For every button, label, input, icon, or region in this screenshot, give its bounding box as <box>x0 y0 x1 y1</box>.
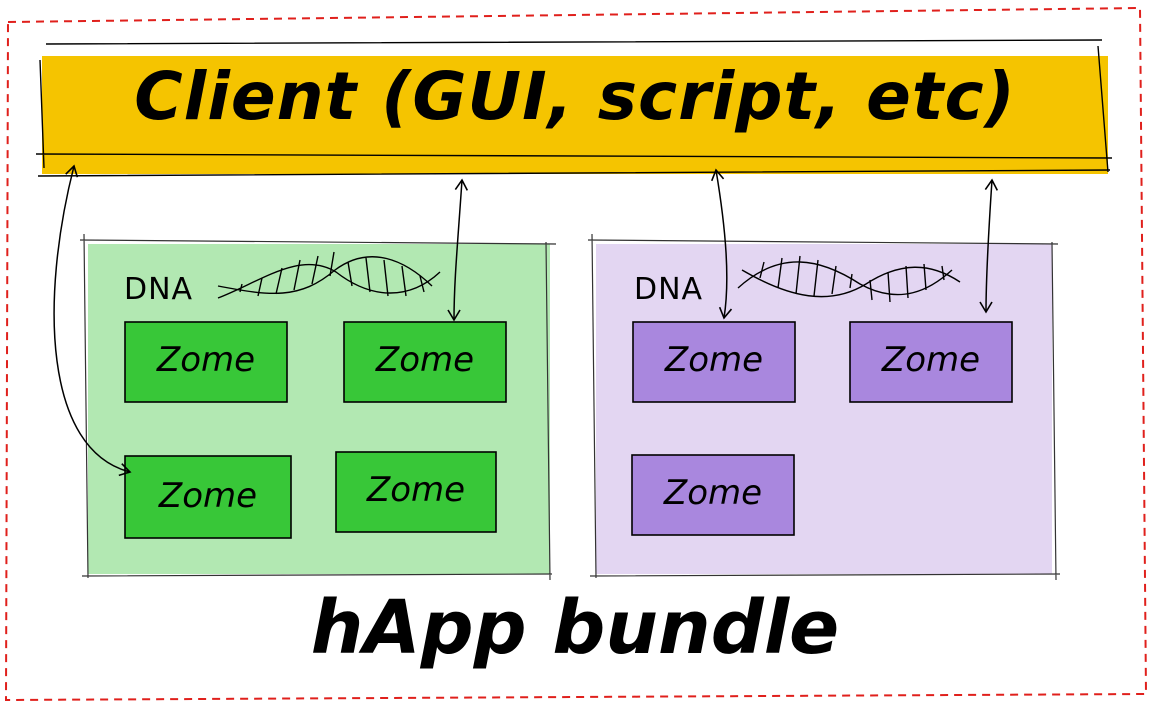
zome-label-1-4: Zome <box>366 470 466 510</box>
bundle-label: hApp bundle <box>310 585 840 671</box>
zome-label-1-2: Zome <box>375 340 475 380</box>
arrow-client-to-zome-1-2 <box>447 178 469 322</box>
zome-label-1-3: Zome <box>158 476 258 516</box>
zome-label-2-3: Zome <box>663 473 763 513</box>
zome-box-2-2 <box>849 321 1013 403</box>
zome-label-1-1: Zome <box>156 340 256 380</box>
zome-box-1-4 <box>335 451 497 533</box>
connection-arrows <box>53 164 999 477</box>
zome-box-2-3 <box>631 454 795 536</box>
arrow-client-to-zome-2-1 <box>710 168 733 320</box>
dna-panel-2-outline <box>587 233 1061 581</box>
client-label: Client (GUI, script, etc) <box>134 58 1016 135</box>
bundle-boundary <box>4 6 1148 702</box>
zome-box-1-3 <box>124 455 292 539</box>
zome-box-1-1 <box>124 321 288 403</box>
arrow-client-to-zome-1-3 <box>53 164 132 477</box>
arrow-client-to-zome-2-2 <box>979 178 999 314</box>
zome-box-1-2 <box>343 321 507 403</box>
zome-box-2-1 <box>632 321 796 403</box>
dna-helix-icon <box>217 251 441 299</box>
dna-label-1: DNA <box>124 272 194 307</box>
dna-helix-icon <box>737 255 961 303</box>
dna-label-2: DNA <box>634 272 704 307</box>
zome-label-2-1: Zome <box>664 340 764 380</box>
client-bar-outline <box>35 39 1113 177</box>
zome-label-2-2: Zome <box>881 340 981 380</box>
